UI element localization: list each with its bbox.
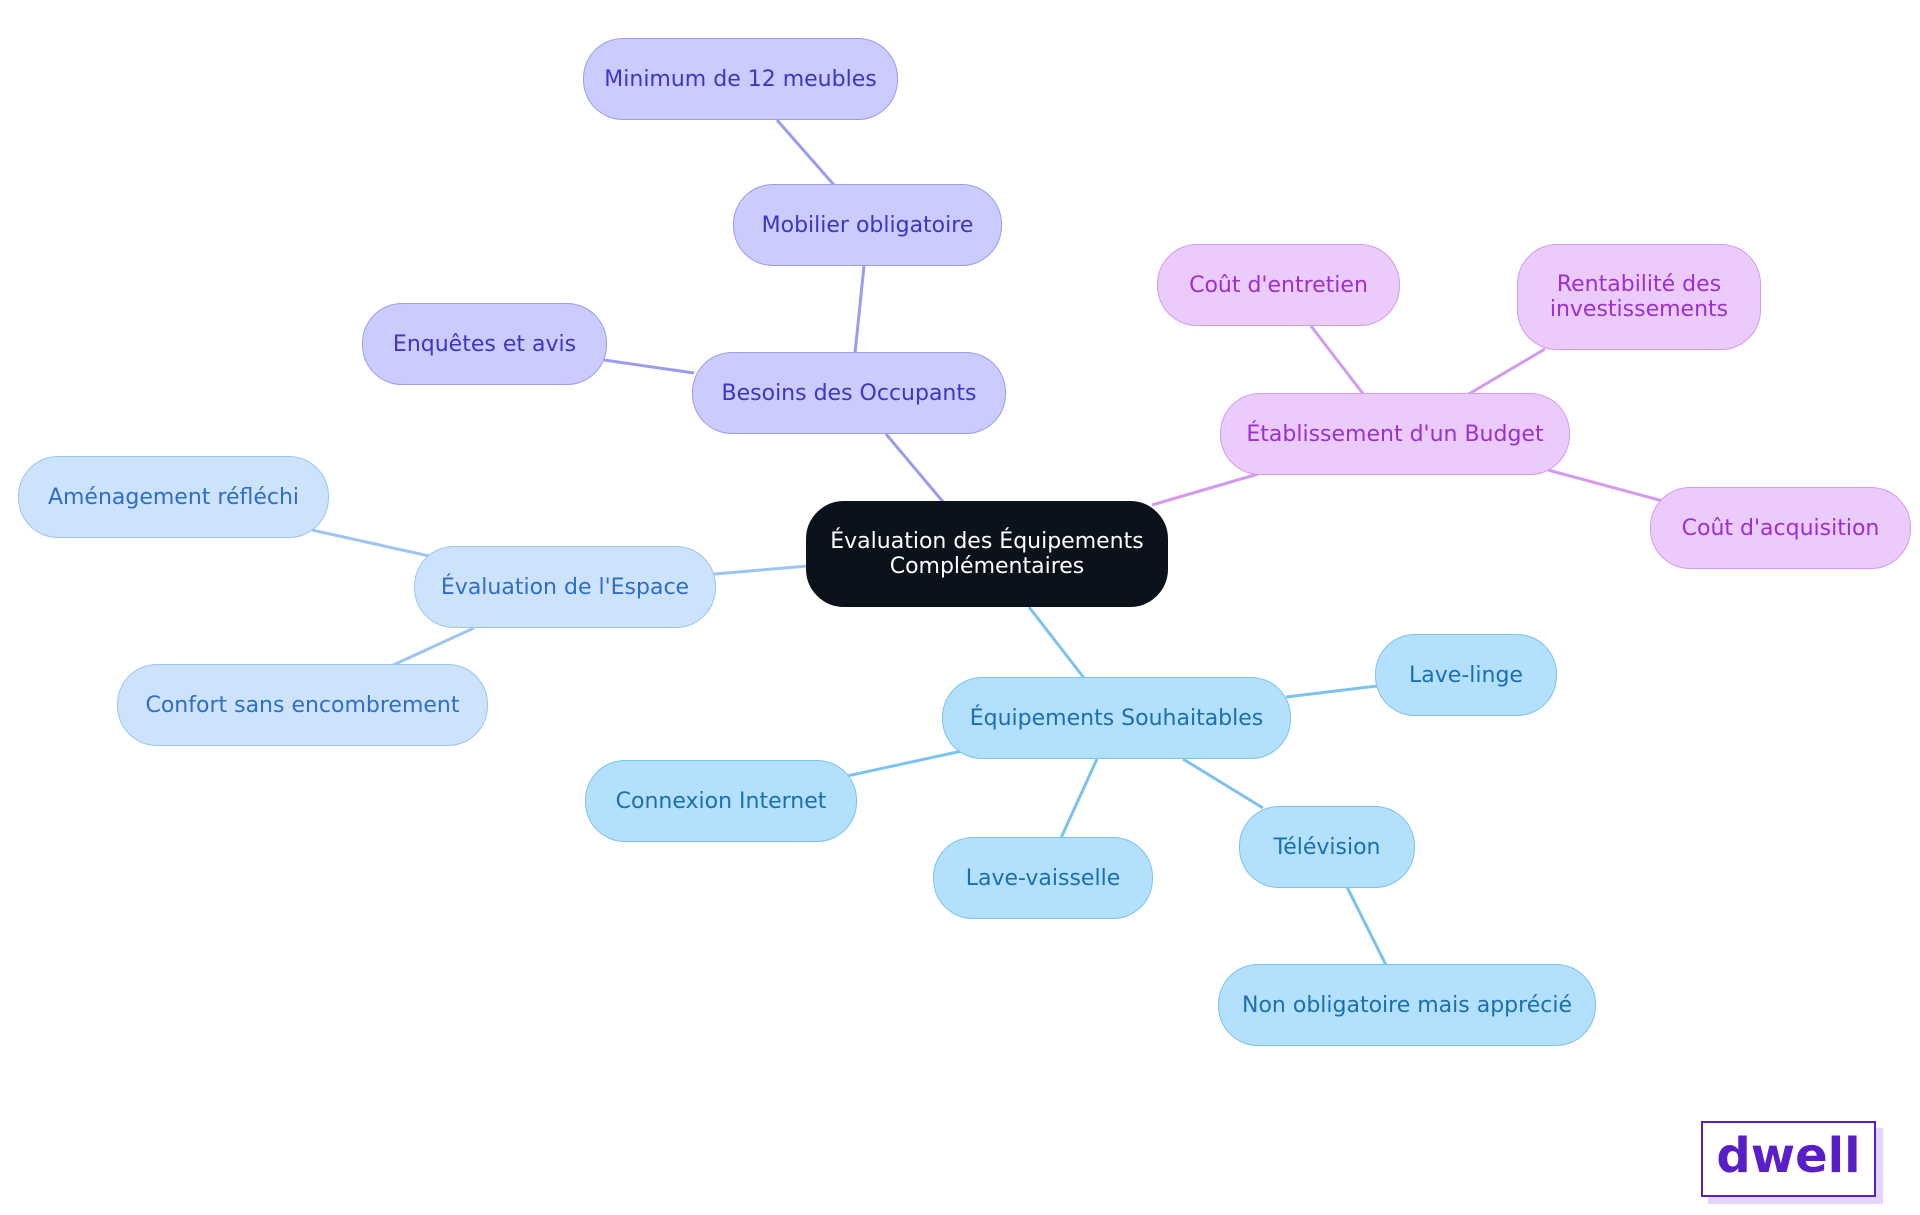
node-label: Aménagement réfléchi <box>47 484 300 510</box>
edge-espace-amenagement <box>311 528 430 558</box>
edge-mobilier-minimum <box>775 119 836 186</box>
node-label: Mobilier obligatoire <box>761 212 974 238</box>
node-label: Connexion Internet <box>615 788 827 814</box>
node-lave-vaisselle[interactable]: Lave-vaisselle <box>933 837 1153 919</box>
node-label: Coût d'entretien <box>1189 272 1368 298</box>
node-label: Équipements Souhaitables <box>969 705 1264 731</box>
edge-root-espace <box>713 564 809 576</box>
node-evaluation-de-l-espace[interactable]: Évaluation de l'Espace <box>414 546 716 628</box>
dwell-logo: dwell <box>1701 1121 1876 1197</box>
node-minimum-de-12-meubles[interactable]: Minimum de 12 meubles <box>583 38 898 120</box>
root-label: Évaluation des Équipements Complémentair… <box>830 529 1144 579</box>
node-connexion-internet[interactable]: Connexion Internet <box>585 760 857 842</box>
node-confort-sans-encombrement[interactable]: Confort sans encombrement <box>117 664 488 746</box>
edge-budget-rentabilite <box>1466 347 1546 397</box>
node-non-obligatoire-mais-apprecie[interactable]: Non obligatoire mais apprécié <box>1218 964 1596 1046</box>
edge-root-equipements <box>1027 606 1086 679</box>
node-cout-d-acquisition[interactable]: Coût d'acquisition <box>1650 487 1911 569</box>
logo-text: dwell <box>1716 1128 1861 1184</box>
node-mobilier-obligatoire[interactable]: Mobilier obligatoire <box>733 184 1002 266</box>
node-label: Non obligatoire mais apprécié <box>1242 992 1572 1018</box>
node-label: Télévision <box>1273 834 1381 860</box>
node-television[interactable]: Télévision <box>1239 806 1415 888</box>
node-besoins-des-occupants[interactable]: Besoins des Occupants <box>692 352 1006 434</box>
edge-television-nonobligatoire <box>1345 886 1388 966</box>
node-etablissement-d-un-budget[interactable]: Établissement d'un Budget <box>1220 393 1570 475</box>
node-enquetes-et-avis[interactable]: Enquêtes et avis <box>362 303 607 385</box>
node-label: Minimum de 12 meubles <box>604 66 877 92</box>
node-equipements-souhaitables[interactable]: Équipements Souhaitables <box>942 677 1291 759</box>
node-label: Lave-linge <box>1409 662 1523 688</box>
edge-equipements-lavelinge <box>1285 684 1378 699</box>
node-label: Enquêtes et avis <box>392 331 577 357</box>
edge-equipements-internet <box>846 749 963 778</box>
node-amenagement-reflechi[interactable]: Aménagement réfléchi <box>18 456 329 538</box>
node-cout-d-entretien[interactable]: Coût d'entretien <box>1157 244 1400 326</box>
edge-budget-acquisition <box>1547 468 1664 503</box>
node-label: Évaluation de l'Espace <box>440 574 690 600</box>
edge-root-besoins <box>884 433 946 504</box>
node-label: Besoins des Occupants <box>721 380 977 406</box>
node-label: Confort sans encombrement <box>145 692 460 718</box>
edge-besoins-enquetes <box>603 358 695 375</box>
node-rentabilite-des-investissements[interactable]: Rentabilité des investissements <box>1517 244 1761 350</box>
node-label: Coût d'acquisition <box>1681 515 1880 541</box>
node-lave-linge[interactable]: Lave-linge <box>1375 634 1557 716</box>
node-label: Rentabilité des investissements <box>1549 272 1729 322</box>
edge-espace-confort <box>390 626 475 668</box>
node-label: Établissement d'un Budget <box>1246 421 1544 447</box>
edge-equipements-lavevaisselle <box>1059 758 1099 839</box>
edge-budget-entretien <box>1309 325 1366 396</box>
root-node[interactable]: Évaluation des Équipements Complémentair… <box>806 501 1168 607</box>
edge-besoins-mobilier <box>853 265 866 354</box>
node-label: Lave-vaisselle <box>965 865 1121 891</box>
edge-root-budget <box>1151 472 1259 507</box>
edge-equipements-television <box>1182 757 1264 810</box>
